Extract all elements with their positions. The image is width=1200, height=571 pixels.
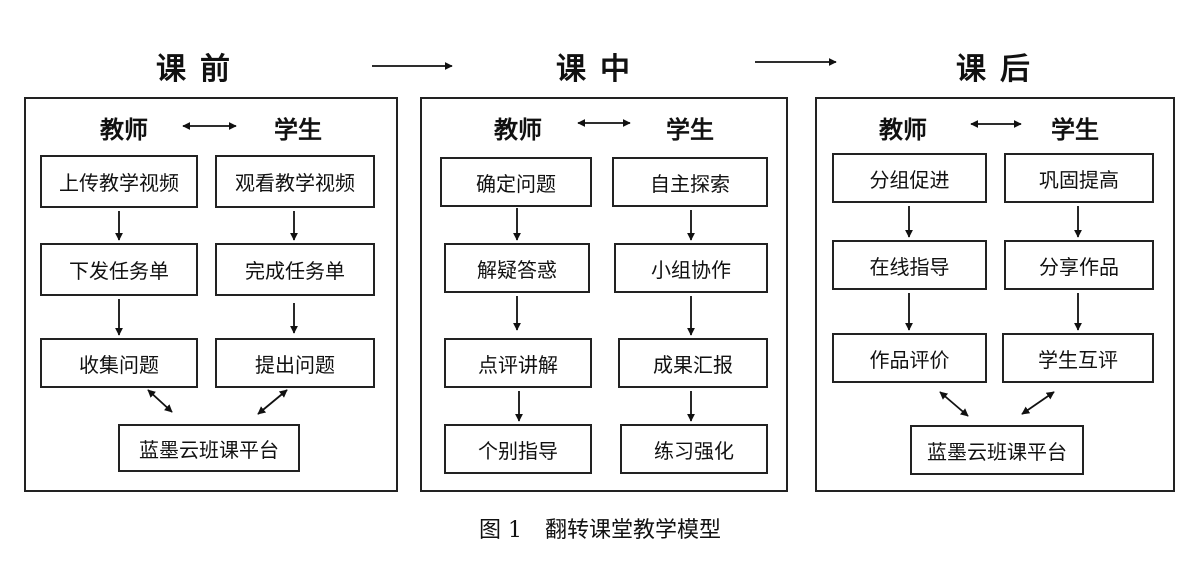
after-teacher-step-3: 作品评价 xyxy=(832,333,987,383)
after-teacher-step-2: 在线指导 xyxy=(832,240,987,290)
before-platform-box: 蓝墨云班课平台 xyxy=(118,424,300,472)
after-student-step-1: 巩固提高 xyxy=(1004,153,1154,203)
phase-title-after: 课后 xyxy=(956,52,1044,87)
role-teacher-during: 教师 xyxy=(494,116,542,144)
role-teacher-after: 教师 xyxy=(879,116,927,144)
during-student-step-4: 练习强化 xyxy=(620,424,768,474)
before-diag-arrow-left xyxy=(147,389,173,413)
phase-title-before: 课前 xyxy=(156,52,244,87)
during-teacher-step-4: 个别指导 xyxy=(444,424,592,474)
figure-caption: 图 1 翻转课堂教学模型 xyxy=(0,512,1200,544)
before-teacher-step-2: 下发任务单 xyxy=(40,243,198,296)
phase-title-during: 课中 xyxy=(556,52,644,87)
panel-after xyxy=(815,97,1175,492)
during-teacher-step-1: 确定问题 xyxy=(440,157,592,207)
after-platform-box: 蓝墨云班课平台 xyxy=(910,425,1084,475)
after-teacher-step-1: 分组促进 xyxy=(832,153,987,203)
during-student-step-3: 成果汇报 xyxy=(618,338,768,388)
during-teacher-step-2: 解疑答惑 xyxy=(444,243,590,293)
before-student-step-2: 完成任务单 xyxy=(215,243,375,296)
role-student-after: 学生 xyxy=(1051,116,1099,144)
after-diag-arrow-left xyxy=(939,391,969,417)
before-teacher-step-3: 收集问题 xyxy=(40,338,198,388)
after-student-step-2: 分享作品 xyxy=(1004,240,1154,290)
before-teacher-step-1: 上传教学视频 xyxy=(40,155,198,208)
role-student-during: 学生 xyxy=(666,116,714,144)
before-student-step-3: 提出问题 xyxy=(215,338,375,388)
during-teacher-step-3: 点评讲解 xyxy=(444,338,592,388)
before-diag-arrow-right xyxy=(257,389,288,415)
before-student-step-1: 观看教学视频 xyxy=(215,155,375,208)
panel-before xyxy=(24,97,398,492)
during-student-step-2: 小组协作 xyxy=(614,243,768,293)
during-student-step-1: 自主探索 xyxy=(612,157,768,207)
panel-during xyxy=(420,97,788,492)
figure-caption-label: 图 1 xyxy=(478,518,522,543)
after-student-step-3: 学生互评 xyxy=(1002,333,1154,383)
role-student-before: 学生 xyxy=(274,116,322,144)
figure-caption-title: 翻转课堂教学模型 xyxy=(544,518,721,543)
after-diag-arrow-right xyxy=(1021,391,1055,415)
role-teacher-before: 教师 xyxy=(100,116,148,144)
